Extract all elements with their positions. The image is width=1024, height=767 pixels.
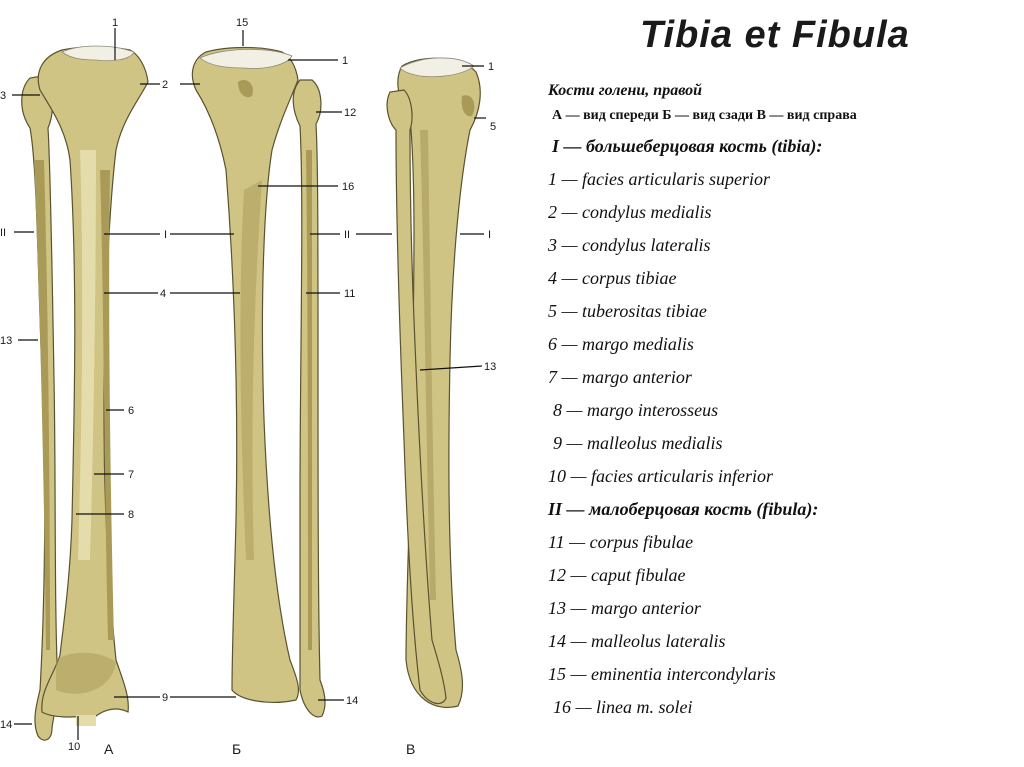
- label-a-13: 13: [0, 335, 12, 347]
- view-c-leaders: [356, 65, 486, 371]
- page-title: Tibia et Fibula: [640, 14, 910, 56]
- view-b-leaders: [170, 30, 344, 701]
- view-letter-c: В: [406, 741, 415, 757]
- label-b-12: 12: [344, 107, 356, 119]
- label-b-11: 11: [344, 288, 355, 300]
- view-c-bones: [386, 57, 481, 708]
- label-b-II: II: [344, 229, 350, 241]
- legend-item: 7 — margo anterior: [548, 367, 692, 387]
- legend-caption: Кости голени, правой: [548, 82, 703, 99]
- legend-item: 12 — caput fibulae: [548, 565, 686, 585]
- label-a-II: II: [0, 227, 6, 239]
- label-b-14: 14: [346, 695, 358, 707]
- label-a-8: 8: [128, 509, 134, 521]
- legend-item: 5 — tuberositas tibiae: [548, 301, 707, 321]
- legend-tibia-heading: I — большеберцовая кость (tibia):: [552, 136, 823, 156]
- view-letter-a: А: [104, 741, 114, 757]
- legend-item: 1 — facies articularis superior: [548, 169, 771, 189]
- label-b-15: 15: [236, 17, 248, 29]
- view-b-bones: [191, 46, 326, 718]
- view-a-bones: [21, 45, 149, 741]
- legend-item: 16 — linea m. solei: [553, 697, 693, 717]
- label-a-I: I: [164, 229, 167, 241]
- label-a-3: 3: [0, 90, 6, 102]
- label-c-I: I: [488, 229, 491, 241]
- label-a-6: 6: [128, 405, 134, 417]
- legend-item: 8 — margo interosseus: [553, 400, 719, 420]
- legend-item: 9 — malleolus medialis: [553, 433, 723, 453]
- label-a-9: 9: [162, 692, 168, 704]
- label-a-14: 14: [0, 719, 12, 731]
- view-a-leaders: [12, 28, 160, 740]
- legend-item: 14 — malleolus lateralis: [548, 631, 726, 651]
- legend: Кости голени, правой А — вид спереди Б —…: [548, 80, 1018, 724]
- label-b-1: 1: [342, 55, 348, 67]
- legend-item: 6 — margo medialis: [548, 334, 694, 354]
- label-a-4: 4: [160, 288, 166, 300]
- legend-item: 4 — corpus tibiae: [548, 268, 677, 288]
- legend-item: 3 — condylus lateralis: [548, 235, 711, 255]
- legend-fibula-heading: II — малоберцовая кость (fibula):: [548, 499, 819, 519]
- label-a-7: 7: [128, 469, 134, 481]
- legend-item: 15 — eminentia intercondylaris: [548, 664, 776, 684]
- label-c-13: 13: [484, 361, 496, 373]
- label-a-1: 1: [112, 17, 118, 29]
- label-c-1: 1: [488, 61, 494, 73]
- legend-item: 10 — facies articularis inferior: [548, 466, 773, 486]
- legend-item: 2 — condylus medialis: [548, 202, 712, 222]
- legend-item: 11 — corpus fibulae: [548, 532, 694, 552]
- legend-item: 13 — margo anterior: [548, 598, 701, 618]
- legend-views: А — вид спереди Б — вид сзади В — вид сп…: [552, 108, 857, 123]
- label-c-5: 5: [490, 121, 496, 133]
- label-b-16: 16: [342, 181, 354, 193]
- label-a-2: 2: [162, 79, 168, 91]
- view-letter-b: Б: [232, 741, 241, 757]
- label-a-10: 10: [68, 741, 80, 753]
